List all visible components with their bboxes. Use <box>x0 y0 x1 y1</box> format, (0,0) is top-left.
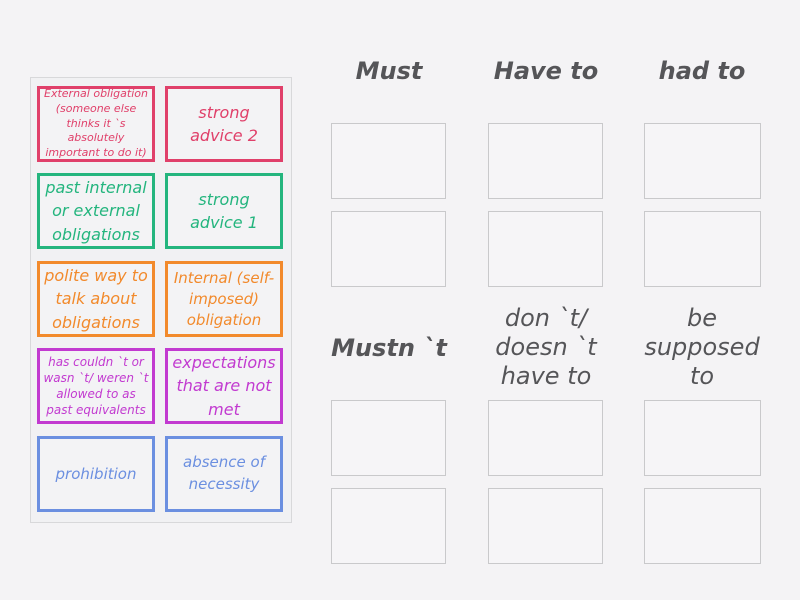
group-title-must: Must <box>355 57 423 85</box>
card-internal-obligation[interactable]: Internal (self-imposed) obligation <box>165 261 283 337</box>
card-past-equivalents[interactable]: has couldn `t or wasn `t/ weren `t allow… <box>37 348 155 424</box>
drop-zone-dont-have-to-1[interactable] <box>488 400 603 476</box>
group-title-mustnt: Mustn `t <box>331 334 447 362</box>
card-external-obligation[interactable]: External obligation (someone else thinks… <box>37 86 155 162</box>
card-label: past internal or external obligations <box>45 178 147 244</box>
group-title-be-supposed-to: be supposed to <box>644 304 760 390</box>
card-label: polite way to talk about obligations <box>44 266 148 332</box>
card-label: absence of necessity <box>183 453 265 493</box>
card-absence-of-necessity[interactable]: absence of necessity <box>165 436 283 512</box>
drop-zone-must-1[interactable] <box>331 123 446 199</box>
card-expectations-not-met[interactable]: expectations that are not met <box>165 348 283 424</box>
drop-zone-dont-have-to-2[interactable] <box>488 488 603 564</box>
group-title-dont-have-to: don `t/ doesn `t have to <box>495 304 597 390</box>
card-label: strong advice 2 <box>190 102 258 145</box>
card-label: has couldn `t or wasn `t/ weren `t allow… <box>43 354 149 418</box>
drop-zone-mustnt-2[interactable] <box>331 488 446 564</box>
card-strong-advice-1[interactable]: strong advice 1 <box>165 173 283 249</box>
card-label: External obligation (someone else thinks… <box>44 86 148 160</box>
card-label: strong advice 1 <box>190 189 258 232</box>
group-title-had-to: had to <box>658 57 746 85</box>
card-polite-way[interactable]: polite way to talk about obligations <box>37 261 155 337</box>
card-past-obligations[interactable]: past internal or external obligations <box>37 173 155 249</box>
drop-zone-must-2[interactable] <box>331 211 446 287</box>
drop-zone-have-to-2[interactable] <box>488 211 603 287</box>
card-label: expectations that are not met <box>172 353 276 419</box>
drop-zone-be-supposed-to-2[interactable] <box>644 488 761 564</box>
card-prohibition[interactable]: prohibition <box>37 436 155 512</box>
drop-zone-had-to-1[interactable] <box>644 123 761 199</box>
drop-zone-mustnt-1[interactable] <box>331 400 446 476</box>
group-title-have-to: Have to <box>493 57 599 85</box>
drop-zone-had-to-2[interactable] <box>644 211 761 287</box>
card-label: prohibition <box>55 465 137 483</box>
card-label: Internal (self-imposed) obligation <box>173 268 275 329</box>
drop-zone-have-to-1[interactable] <box>488 123 603 199</box>
drop-zone-be-supposed-to-1[interactable] <box>644 400 761 476</box>
card-strong-advice-2[interactable]: strong advice 2 <box>165 86 283 162</box>
